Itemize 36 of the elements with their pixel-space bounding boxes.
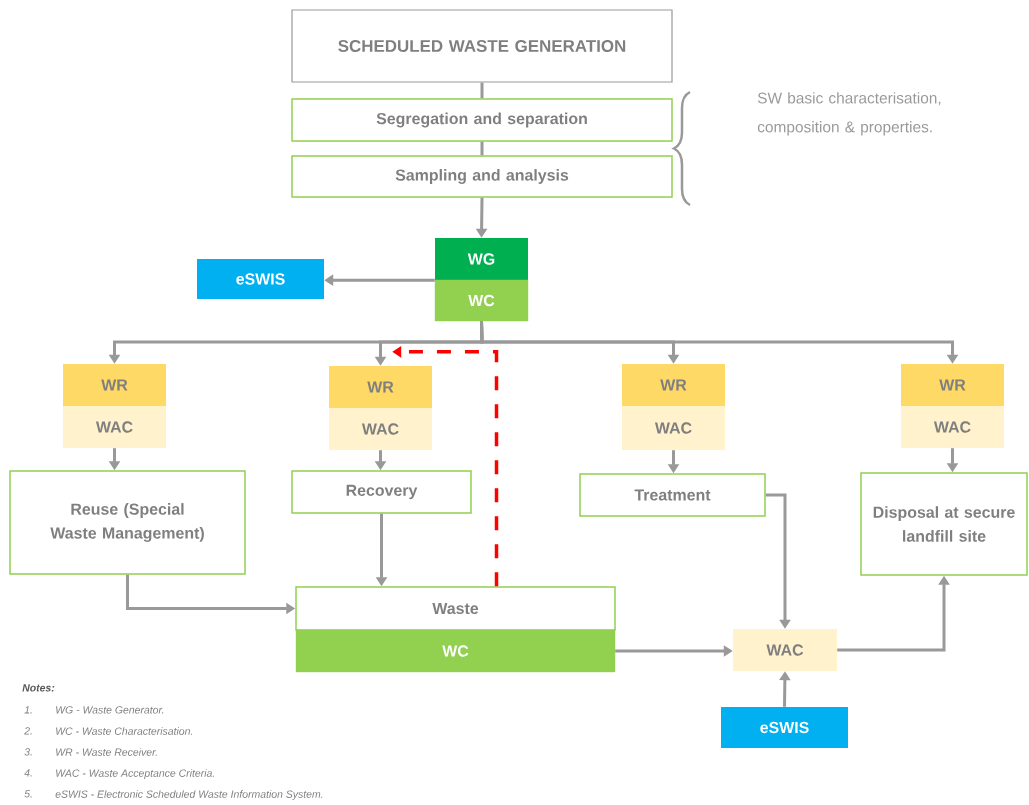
note-number: 5. xyxy=(24,790,32,798)
tag-box: WAC xyxy=(733,629,837,671)
process-box: SCHEDULED WASTE GENERATION xyxy=(291,9,673,83)
connector-line xyxy=(480,141,484,156)
process-box: Treatment xyxy=(579,473,766,517)
tag-box: WC xyxy=(295,629,616,673)
tag-box: WG xyxy=(435,238,528,280)
tag-box: WR xyxy=(63,364,166,406)
note-number: 1. xyxy=(24,706,32,714)
process-box: Recovery xyxy=(291,470,472,514)
note-number: 4. xyxy=(24,769,32,777)
note-text: WR - Waste Receiver. xyxy=(56,748,157,756)
process-box: Waste xyxy=(295,586,616,631)
tag-box: WR xyxy=(329,366,432,408)
tag-box: WAC xyxy=(329,408,432,450)
system-box: eSWIS xyxy=(197,259,324,299)
tag-box: WR xyxy=(622,364,725,406)
note-text: WAC - Waste Acceptance Criteria. xyxy=(56,769,214,779)
system-box: eSWIS xyxy=(721,707,848,748)
process-box: Segregation and separation xyxy=(291,98,673,142)
tag-box: WAC xyxy=(622,406,725,450)
note-text: eSWIS - Electronic Scheduled Waste Information System. xyxy=(55,790,323,800)
tag-box: WAC xyxy=(901,406,1004,448)
note-number: 3. xyxy=(24,748,32,756)
note-text: WG - Waste Generator. xyxy=(56,706,164,714)
tag-box: WC xyxy=(434,279,529,322)
note-text: WC - Waste Characterisation. xyxy=(56,727,193,735)
tag-box: WAC xyxy=(63,406,166,448)
process-box: Reuse (Special Waste Management) xyxy=(9,470,246,575)
side-note: SW basic characterisation, composition & properties. xyxy=(757,92,941,136)
note-number: 2. xyxy=(24,727,32,735)
tag-box: WR xyxy=(901,364,1004,406)
process-box: Sampling and analysis xyxy=(291,155,673,198)
process-box: Disposal at secure landfill site xyxy=(860,472,1028,576)
notes-heading: Notes: xyxy=(22,684,55,692)
connector-line xyxy=(480,82,484,99)
